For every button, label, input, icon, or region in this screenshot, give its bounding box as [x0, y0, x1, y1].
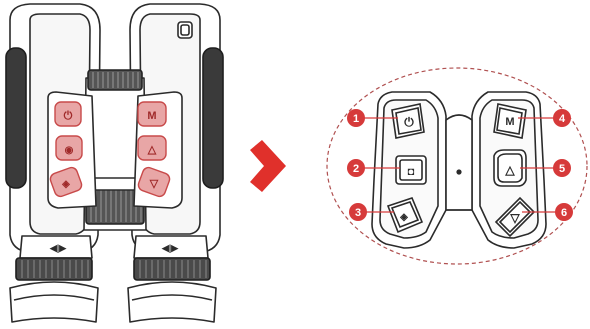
- callout-1-number: 1: [353, 113, 359, 125]
- detail-menu-button[interactable]: M: [493, 103, 527, 139]
- chevron-right-icon: [250, 140, 286, 192]
- callout-lines: [364, 117, 556, 213]
- callout-4: 4: [553, 109, 571, 127]
- device-down-button[interactable]: ▽: [137, 166, 172, 198]
- device-settings-button[interactable]: ◈: [49, 166, 84, 198]
- binocular-device: [5, 3, 224, 323]
- device-button-group: ⏻ ◉ ◈ M △ ▽: [49, 101, 172, 198]
- settings-icon: ◈: [399, 212, 408, 223]
- callout-3: 3: [349, 203, 367, 221]
- callout-3-number: 3: [355, 207, 361, 219]
- callout-badges: 1 2 3 4 5 6: [347, 109, 573, 221]
- detail-buttons: ⏻ ◘ ◈ M △ ▽: [386, 103, 536, 238]
- settings-icon: ◈: [61, 179, 70, 190]
- callout-1: 1: [347, 109, 365, 127]
- detail-power-button[interactable]: ⏻: [391, 103, 425, 139]
- callout-2-number: 2: [353, 163, 359, 175]
- power-icon: ⏻: [404, 115, 414, 129]
- down-triangle-icon: ▽: [149, 178, 159, 190]
- down-triangle-icon: ▽: [509, 211, 520, 225]
- left-eyepiece-mark: ◀|▶: [49, 243, 67, 253]
- camera-icon: ◘: [408, 166, 415, 178]
- callout-6: 6: [555, 203, 573, 221]
- callout-5-number: 5: [559, 163, 565, 175]
- menu-m-icon: M: [147, 110, 156, 122]
- up-triangle-icon: △: [147, 144, 157, 156]
- device-menu-button[interactable]: M: [137, 101, 167, 127]
- device-camera-button[interactable]: ◉: [55, 135, 83, 161]
- device-up-button[interactable]: △: [137, 135, 167, 161]
- detail-settings-button[interactable]: ◈: [386, 197, 424, 234]
- callout-5: 5: [553, 159, 571, 177]
- up-triangle-icon: △: [504, 163, 515, 177]
- callout-4-number: 4: [559, 113, 566, 125]
- power-icon: ⏻: [64, 109, 73, 122]
- detail-up-button[interactable]: △: [493, 149, 527, 187]
- callout-6-number: 6: [561, 207, 567, 219]
- right-eyepiece-mark: ◀|▶: [161, 243, 179, 253]
- detail-dashed-ellipse: [326, 67, 588, 265]
- device-power-button[interactable]: ⏻: [54, 101, 82, 127]
- camera-icon: ◉: [65, 145, 74, 156]
- detail-down-button[interactable]: ▽: [494, 196, 536, 238]
- menu-m-icon: M: [505, 116, 514, 128]
- callout-2: 2: [347, 159, 365, 177]
- detail-camera-button[interactable]: ◘: [395, 155, 427, 185]
